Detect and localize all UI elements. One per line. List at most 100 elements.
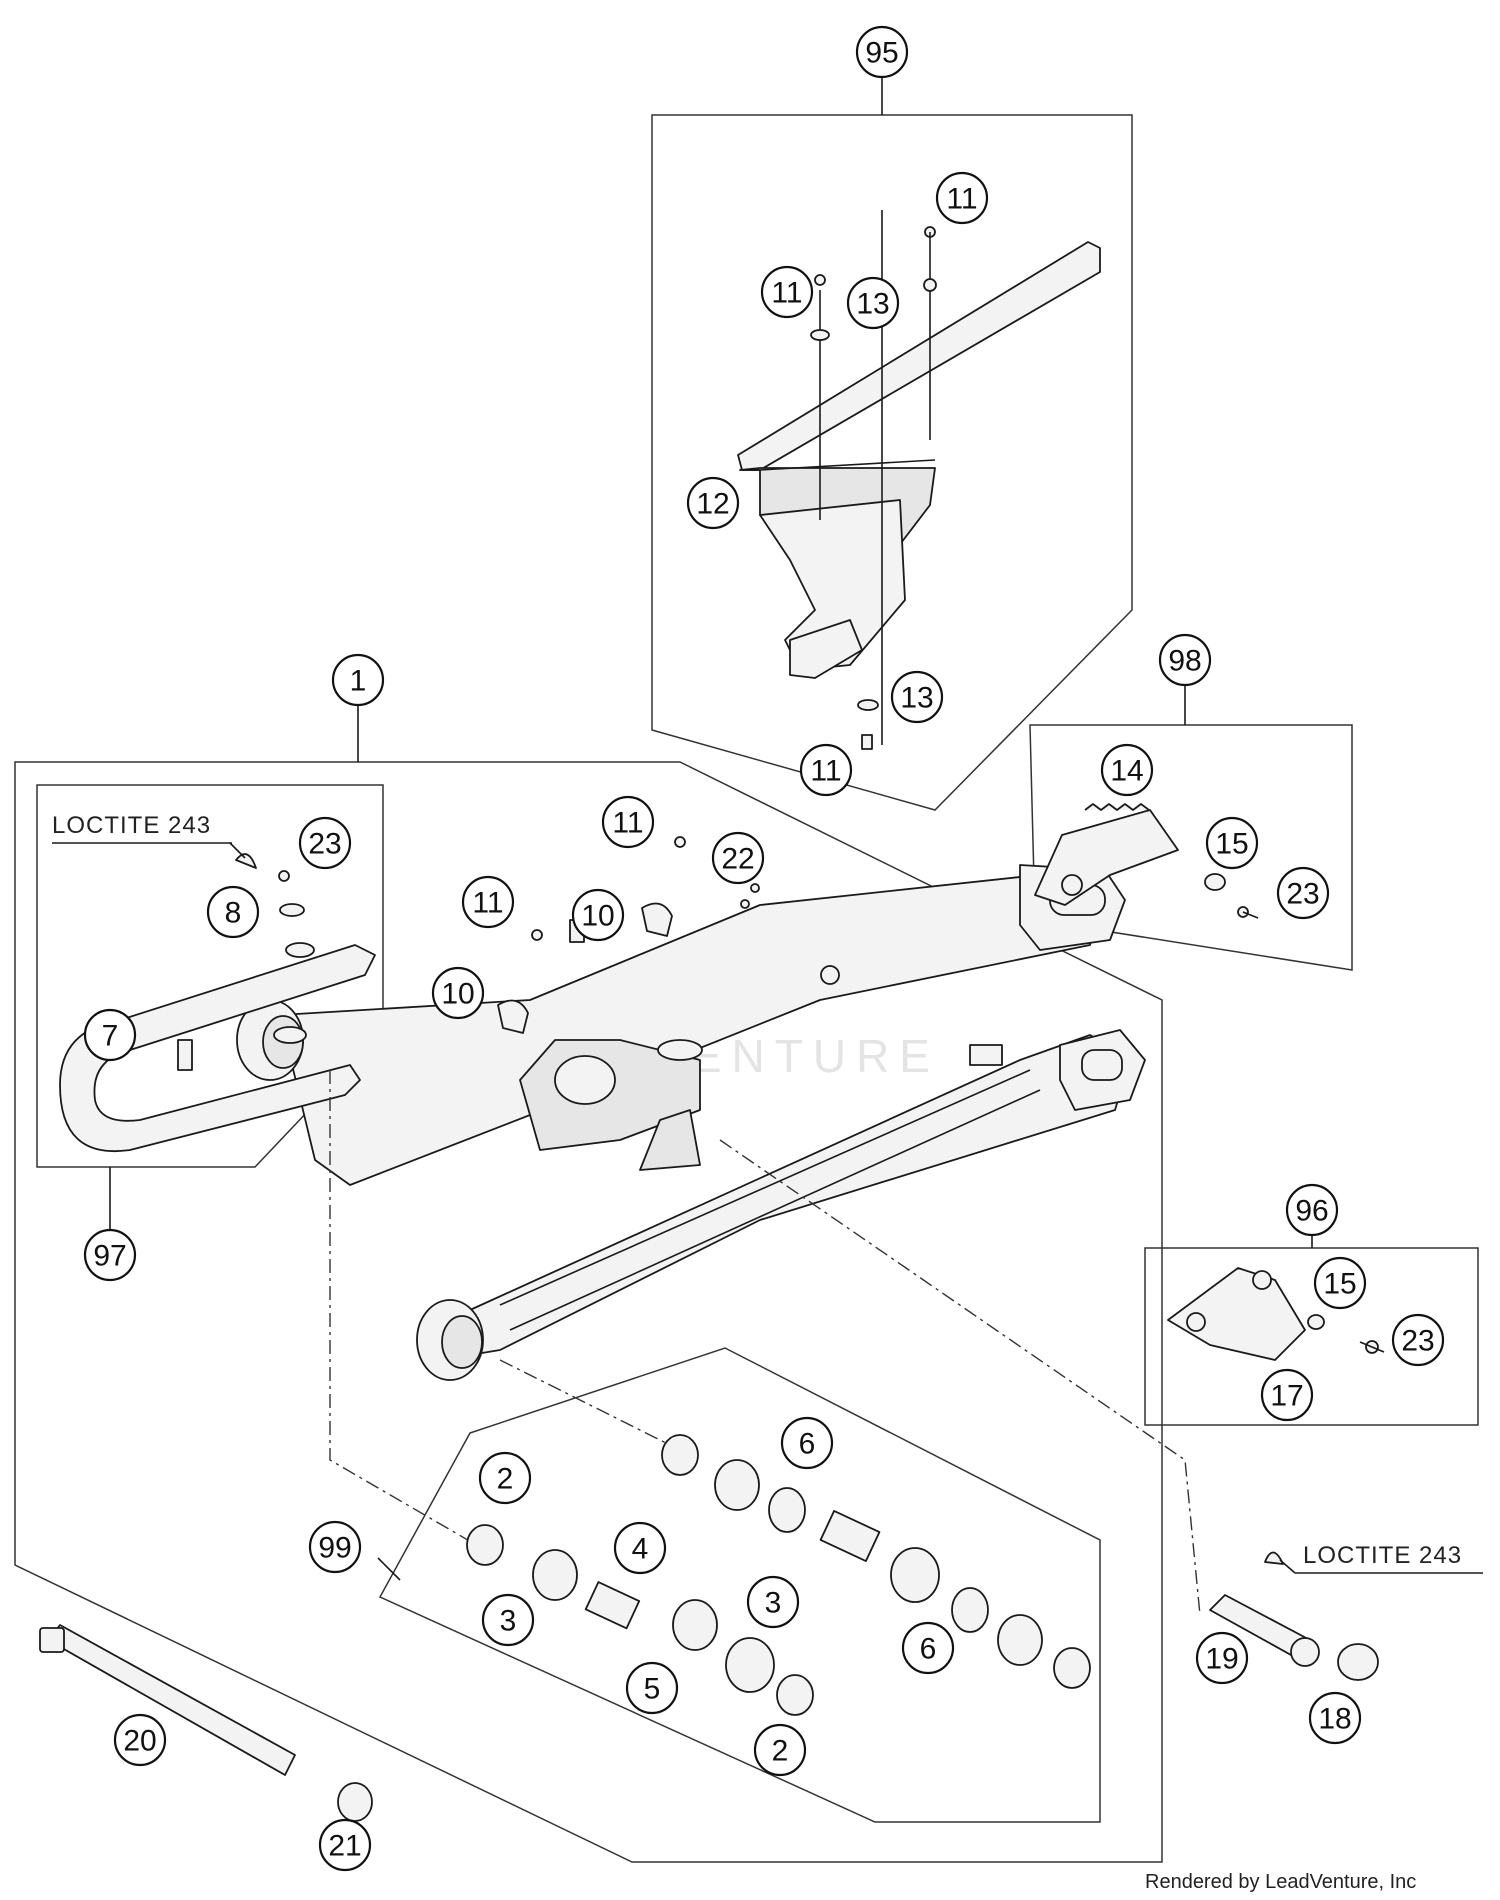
- callout-label: 98: [1168, 645, 1201, 678]
- callout-15: 15: [1205, 816, 1259, 870]
- callout-19: 19: [1195, 1631, 1249, 1685]
- callout-label: 4: [632, 1533, 649, 1566]
- callout-23: 23: [298, 816, 352, 870]
- callout-circle: [571, 888, 625, 942]
- callout-11: 11: [760, 265, 814, 319]
- callout-circle: [308, 1520, 362, 1574]
- callout-label: 7: [102, 1020, 119, 1053]
- callout-11: 11: [461, 875, 515, 929]
- callout-label: 3: [500, 1605, 517, 1638]
- callout-circle: [780, 1416, 834, 1470]
- callout-1: 1: [331, 653, 385, 707]
- callout-circle: [1391, 1313, 1445, 1367]
- callout-label: 95: [865, 37, 898, 70]
- callout-label: 10: [581, 900, 614, 933]
- callout-circle: [83, 1008, 137, 1062]
- callout-23: 23: [1276, 866, 1330, 920]
- callout-label: 21: [328, 1830, 361, 1863]
- frame-99-bearing-kit: [378, 1347, 1101, 1823]
- callout-96: 96: [1285, 1183, 1339, 1237]
- sprocket-guard-part: [1034, 803, 1259, 919]
- callout-98: 98: [1158, 633, 1212, 687]
- callout-label: 11: [810, 755, 841, 788]
- swingarm-axle-parts: [39, 1624, 373, 1822]
- callout-circle: [935, 171, 989, 225]
- callout-6: 6: [901, 1621, 955, 1675]
- callout-label: 11: [946, 183, 977, 216]
- chain-guard-fasteners: [810, 226, 937, 750]
- callout-20: 20: [113, 1713, 167, 1767]
- callout-circle: [1158, 633, 1212, 687]
- frame-1-swingarm: [14, 761, 1163, 1863]
- callout-22: 22: [711, 831, 765, 885]
- callout-95: 95: [855, 25, 909, 79]
- callout-11: 11: [935, 171, 989, 225]
- callout-circle: [746, 1575, 800, 1629]
- callout-4: 4: [613, 1521, 667, 1575]
- callout-5: 5: [625, 1661, 679, 1715]
- axis-pivot-bolt: [719, 1139, 1201, 1616]
- callout-circle: [686, 476, 740, 530]
- callout-label: 99: [318, 1532, 351, 1565]
- callout-8: 8: [206, 885, 260, 939]
- callout-2: 2: [753, 1723, 807, 1777]
- render-credit: Rendered by LeadVenture, Inc: [1145, 1871, 1416, 1893]
- callout-label: 13: [900, 682, 933, 715]
- chain-adjuster-parts: [497, 836, 760, 1034]
- callout-label: 3: [765, 1587, 782, 1620]
- callout-label: 10: [441, 978, 474, 1011]
- callout-label: 20: [123, 1725, 156, 1758]
- callout-label: 6: [799, 1428, 816, 1461]
- callout-label: 11: [771, 277, 802, 310]
- callout-label: 23: [308, 828, 341, 861]
- callout-circle: [461, 875, 515, 929]
- callout-circle: [1100, 743, 1154, 797]
- callout-label: 18: [1318, 1703, 1351, 1736]
- callout-10: 10: [571, 888, 625, 942]
- callout-11: 11: [799, 743, 853, 797]
- callout-circle: [760, 265, 814, 319]
- callout-label: 23: [1286, 878, 1319, 911]
- callout-97: 97: [83, 1228, 137, 1282]
- callout-circle: [1276, 866, 1330, 920]
- leader-loctite-left: [229, 842, 246, 859]
- callout-label: 14: [1110, 755, 1143, 788]
- callout-3: 3: [481, 1593, 535, 1647]
- callout-label: 17: [1270, 1380, 1303, 1413]
- frame-96-chain-guide: [1144, 1247, 1479, 1426]
- callout-18: 18: [1308, 1691, 1362, 1745]
- frame-98-sprocket-guard: [1029, 724, 1353, 971]
- callout-label: 11: [612, 807, 643, 840]
- axis-right-pivot: [499, 1359, 681, 1451]
- callout-circle: [855, 25, 909, 79]
- callout-circle: [890, 670, 944, 724]
- callout-circle: [601, 795, 655, 849]
- callout-17: 17: [1260, 1368, 1314, 1422]
- callout-label: 96: [1295, 1195, 1328, 1228]
- callout-6: 6: [780, 1416, 834, 1470]
- callout-2: 2: [478, 1451, 532, 1505]
- callout-circle: [83, 1228, 137, 1282]
- callout-15: 15: [1313, 1256, 1367, 1310]
- callout-circle: [753, 1723, 807, 1777]
- callout-10: 10: [431, 966, 485, 1020]
- callout-label: 97: [93, 1240, 126, 1273]
- callout-label: 13: [856, 288, 889, 321]
- callout-circle: [478, 1451, 532, 1505]
- frame-95-chain-guard: [651, 114, 1133, 811]
- callout-circle: [613, 1521, 667, 1575]
- callout-circle: [206, 885, 260, 939]
- callout-circle: [1205, 816, 1259, 870]
- pivot-bolt-parts: [1209, 1551, 1379, 1681]
- callout-label: 11: [472, 887, 503, 920]
- callout-3: 3: [746, 1575, 800, 1629]
- callout-circle: [1285, 1183, 1339, 1237]
- callout-99: 99: [308, 1520, 362, 1574]
- callout-circle: [431, 966, 485, 1020]
- callout-circle: [711, 831, 765, 885]
- leader-loctite-right: [1279, 1559, 1296, 1574]
- loctite-note-right: LOCTITE 243: [1303, 1542, 1462, 1569]
- callout-circle: [1308, 1691, 1362, 1745]
